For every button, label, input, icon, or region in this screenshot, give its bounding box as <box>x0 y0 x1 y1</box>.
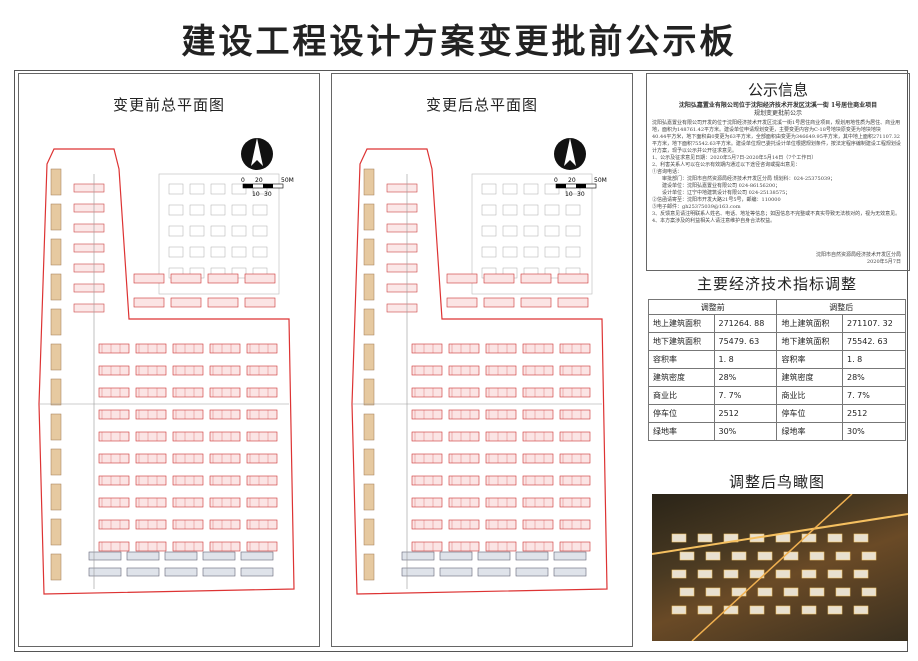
table-row: 商业比 7. 7% 商业比 7. 7% <box>648 386 907 405</box>
notice-paragraph: ②信函请寄至：沈阳市开发大路21号5号，邮编：110000 <box>652 197 781 203</box>
row-after-value: 271107. 32 <box>841 314 907 333</box>
notice-paragraph: 1、公示及征求意见日期：2020年5月7日-2020年5月14日（7个工作日） <box>652 155 817 161</box>
site-plan-after: 0 20 50M 10 30 变更后总平面图 <box>331 73 633 647</box>
indicators-title: 主要经济技术指标调整 <box>696 275 857 293</box>
notice-paragraph: 沈阳弘嘉置业有限公司开发的位于沈阳经济技术开发区沈溪一街1号居住商业项目，规划用… <box>652 120 901 133</box>
board-frame <box>14 70 908 652</box>
notice-paragraph: 建设单位：沈阳弘嘉置业有限公司 024-86156200； <box>662 183 781 189</box>
row-label: 地上建筑面积 <box>648 314 715 333</box>
indicators-section: 主要经济技术指标调整 调整前 调整后 地上建筑面积 271264. 88 地上建… <box>646 273 908 441</box>
row-after-value: 75542. 63 <box>841 332 907 351</box>
row-before-value: 1. 8 <box>713 350 778 369</box>
scale-label: 10 <box>252 191 260 198</box>
indicators-table: 调整前 调整后 地上建筑面积 271264. 88 地上建筑面积 271107.… <box>647 299 907 441</box>
notice-paragraph: 40.44平方米，地下面积由0变更为63平方米，全部面积由变更为346649.9… <box>652 134 901 154</box>
scale-label: 50M <box>594 177 607 184</box>
row-label: 容积率 <box>776 350 843 369</box>
row-before-value: 2512 <box>713 404 778 423</box>
notice-paragraph: ③电子邮件：gh25375039@163.com <box>652 204 741 210</box>
row-before-value: 271264. 88 <box>713 314 778 333</box>
row-label: 绿地率 <box>648 422 715 441</box>
row-before-value: 7. 7% <box>713 386 778 405</box>
site-plan-before-drawing: 0 20 50M 10 30 <box>38 138 295 595</box>
row-label: 商业比 <box>776 386 843 405</box>
aerial-title: 调整后鸟瞰图 <box>728 473 825 491</box>
row-label: 商业比 <box>648 386 715 405</box>
aerial-rendering-drawing <box>652 494 908 641</box>
notice-signature: 沈阳市自然资源局经济技术开发区分局 2020年5月7日 <box>816 252 901 266</box>
site-plan-before-title: 变更前总平面图 <box>112 96 225 114</box>
notice-paragraph: 3、反馈意见请注明联系人姓名、电话、地址等信息；如因信息不完整或不真实导致无法核… <box>652 211 901 217</box>
scale-label: 20 <box>255 177 263 184</box>
header-after: 调整后 <box>776 299 906 315</box>
notice-signature-date: 2020年5月7日 <box>866 259 901 265</box>
row-label: 容积率 <box>648 350 715 369</box>
table-row: 停车位 2512 停车位 2512 <box>648 404 907 423</box>
table-row: 容积率 1. 8 容积率 1. 8 <box>648 350 907 369</box>
aerial-rendering-image <box>652 494 908 641</box>
row-label: 地下建筑面积 <box>776 332 843 351</box>
table-row: 建筑密度 28% 建筑密度 28% <box>648 368 907 387</box>
row-after-value: 1. 8 <box>841 350 907 369</box>
row-before-value: 75479. 63 <box>713 332 778 351</box>
row-label: 停车位 <box>776 404 843 423</box>
table-row: 地下建筑面积 75479. 63 地下建筑面积 75542. 63 <box>648 332 907 351</box>
notice-head: 沈阳弘嘉置业有限公司位于沈阳经济技术开发区沈溪一街 1号居住商业项目 规划变更批… <box>647 100 909 120</box>
side-panel: 公示信息 沈阳弘嘉置业有限公司位于沈阳经济技术开发区沈溪一街 1号居住商业项目 … <box>646 73 910 645</box>
row-label: 绿地率 <box>776 422 843 441</box>
row-after-value: 7. 7% <box>841 386 907 405</box>
row-after-value: 30% <box>841 422 907 441</box>
scale-label: 0 <box>241 177 245 184</box>
scale-label: 30 <box>264 191 272 198</box>
scale-label: 30 <box>577 191 585 198</box>
row-after-value: 28% <box>841 368 907 387</box>
notice-body: 沈阳弘嘉置业有限公司开发的位于沈阳经济技术开发区沈溪一街1号居住商业项目，规划用… <box>647 120 909 225</box>
site-plan-before: 0 20 50M 10 30 变更前总平面图 <box>18 73 320 647</box>
row-label: 建筑密度 <box>776 368 843 387</box>
notice-signature-org: 沈阳市自然资源局经济技术开发区分局 <box>815 252 901 258</box>
row-label: 停车位 <box>648 404 715 423</box>
scale-label: 20 <box>568 177 576 184</box>
scale-label: 10 <box>565 191 573 198</box>
notice-paragraph: 2、利害关系人可以在公示有效期内通过以下途径咨询或提出意见： <box>652 162 801 168</box>
notice-paragraph: ①咨询电话： <box>652 169 683 175</box>
table-row: 绿地率 30% 绿地率 30% <box>648 422 907 441</box>
notice-paragraph: 4、本方案涉及的利益相关人请注意维护自身合法权益。 <box>652 218 776 224</box>
notice-box: 公示信息 沈阳弘嘉置业有限公司位于沈阳经济技术开发区沈溪一街 1号居住商业项目 … <box>646 73 910 271</box>
row-label: 地下建筑面积 <box>648 332 715 351</box>
scale-label: 50M <box>281 177 294 184</box>
row-before-value: 30% <box>713 422 778 441</box>
site-plan-after-title: 变更后总平面图 <box>425 96 538 114</box>
row-before-value: 28% <box>713 368 778 387</box>
notice-title: 公示信息 <box>747 81 808 99</box>
header-before: 调整前 <box>647 299 778 315</box>
indicators-header-row: 调整前 调整后 <box>647 299 906 315</box>
row-label: 地上建筑面积 <box>776 314 843 333</box>
notice-project: 沈阳弘嘉置业有限公司位于沈阳经济技术开发区沈溪一街 1号居住商业项目 <box>678 102 878 109</box>
scale-label: 0 <box>554 177 558 184</box>
row-after-value: 2512 <box>841 404 907 423</box>
table-row: 地上建筑面积 271264. 88 地上建筑面积 271107. 32 <box>648 314 907 333</box>
notice-subhead: 规划变更批前公示 <box>753 110 802 117</box>
row-label: 建筑密度 <box>648 368 715 387</box>
site-plan-after-drawing: 0 20 50M 10 30 <box>351 138 608 595</box>
notice-paragraph: 设计单位：辽宁中地建筑设计有限公司 024-25138575； <box>662 190 791 196</box>
board-title: 建设工程设计方案变更批前公示板 <box>181 22 737 62</box>
notice-paragraph: 审批部门：沈阳市自然资源局经济技术开发区分局 规划科：024-25375039； <box>662 176 836 182</box>
